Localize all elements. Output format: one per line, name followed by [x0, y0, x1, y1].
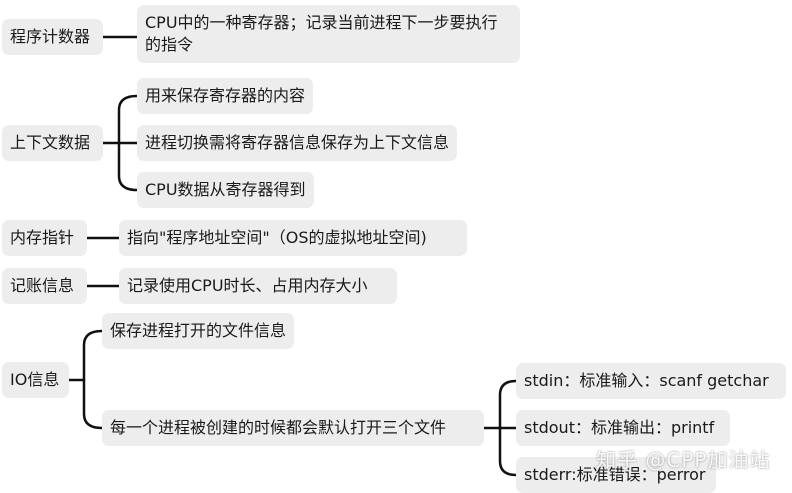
node-stdout: stdout：标准输出：printf: [516, 410, 730, 446]
node-accounting-desc: 记录使用CPU时长、占用内存大小: [119, 268, 397, 304]
node-io-info: IO信息: [2, 362, 69, 398]
node-stdin: stdin：标准输入：scanf getchar: [516, 363, 786, 399]
node-io-three-files: 每一个进程被创建的时候都会默认打开三个文件: [102, 410, 484, 446]
node-stderr: stderr:标准错误：perror: [516, 457, 716, 493]
node-context-save-registers: 用来保存寄存器的内容: [137, 78, 314, 114]
node-context-switch: 进程切换需将寄存器信息保存为上下文信息: [137, 125, 458, 161]
branch-io: [82, 329, 104, 430]
node-io-open-files: 保存进程打开的文件信息: [102, 313, 295, 349]
node-program-counter: 程序计数器: [2, 19, 103, 55]
node-program-counter-desc: CPU中的一种寄存器；记录当前进程下一步要执行的指令: [137, 5, 520, 63]
node-context-data: 上下文数据: [2, 125, 103, 161]
node-context-cpu-data: CPU数据从寄存器得到: [137, 172, 314, 208]
node-memory-pointer-desc: 指向"程序地址空间"（OS的虚拟地址空间): [119, 220, 467, 256]
node-accounting: 记账信息: [2, 268, 87, 304]
watermark: 知乎 @CPP加油站: [596, 448, 771, 472]
node-memory-pointer: 内存指针: [2, 220, 87, 256]
